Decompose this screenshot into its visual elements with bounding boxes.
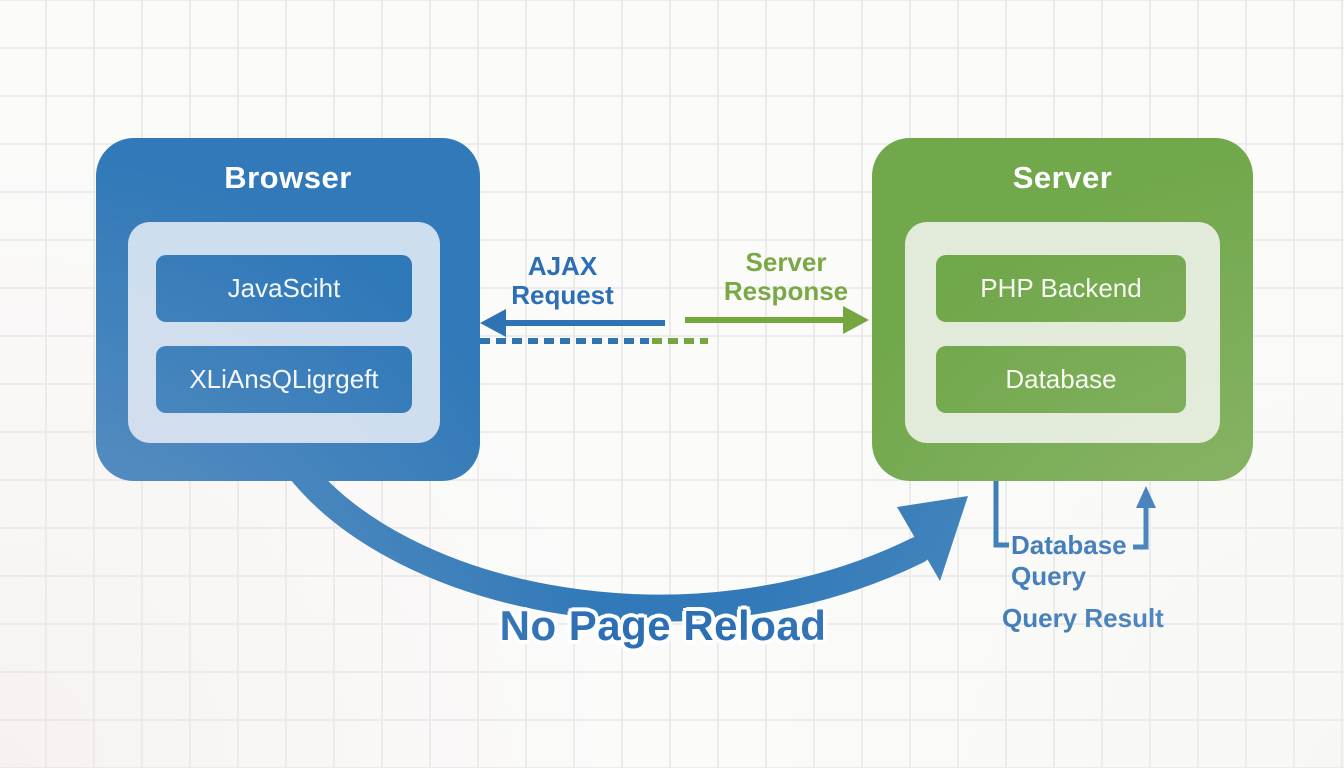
no-page-reload-label: No Page Reload [499,602,827,649]
javascript-box: JavaSciht [156,255,412,322]
database-box: Database [936,346,1186,413]
browser-title: Browser [224,160,352,195]
ajax-request-arrow-icon [480,309,665,337]
xmlhttprequest-box-label: XLiAnsQLigrgeft [189,364,379,394]
no-page-reload-curved-arrow [283,452,968,622]
server-inner-panel: PHP Backend Database [905,222,1220,443]
server-response-arrow-icon [685,306,869,334]
server-node: Server PHP Backend Database [872,138,1253,481]
server-title: Server [1012,160,1113,195]
query-result-label: Query Result [1002,603,1164,633]
server-response-label: Server Response [723,247,849,307]
php-backend-box: PHP Backend [936,255,1186,322]
xmlhttprequest-box: XLiAnsQLigrgeft [156,346,412,413]
ajax-request-label: AJAX Request [511,251,614,311]
database-query-label: Database Query [1011,530,1127,591]
browser-node: Browser JavaSciht XLiAnsQLigrgeft [96,138,480,481]
database-box-label: Database [1005,364,1117,394]
php-backend-box-label: PHP Backend [980,273,1142,303]
javascript-box-label: JavaSciht [227,273,341,303]
browser-inner-panel: JavaSciht XLiAnsQLigrgeft [128,222,440,443]
